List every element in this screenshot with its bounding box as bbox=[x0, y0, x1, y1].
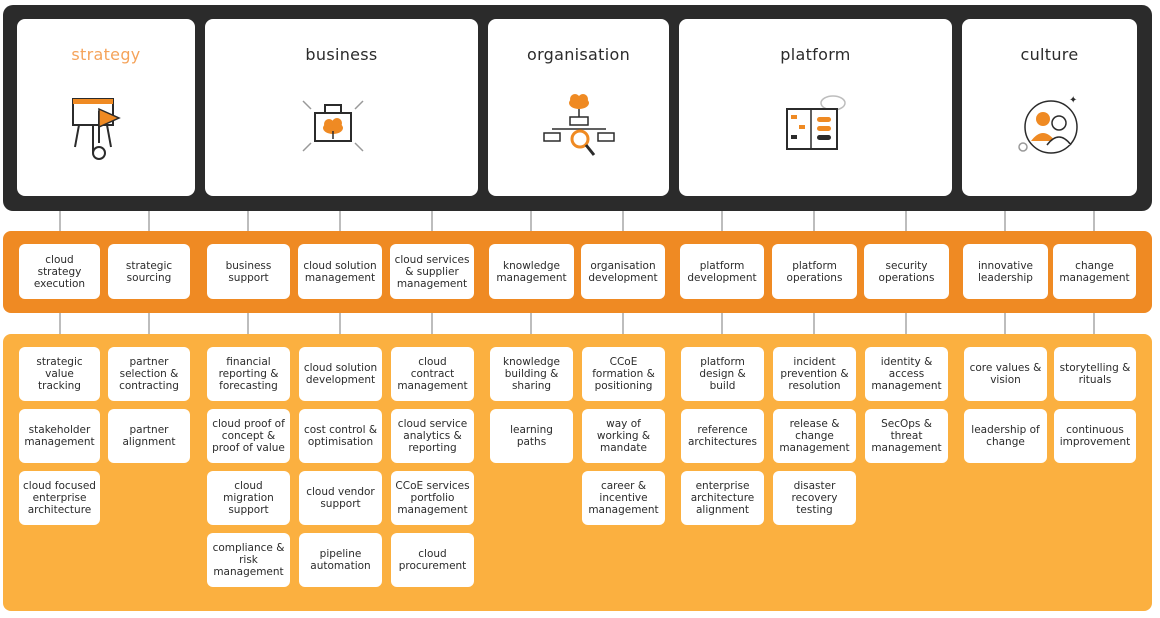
connector bbox=[530, 313, 532, 334]
capabilities-band bbox=[3, 231, 1152, 313]
detail-card: CCoE formation & positioning bbox=[582, 347, 665, 401]
connector bbox=[905, 211, 907, 231]
pillar-strategy: strategy bbox=[17, 19, 195, 196]
connector bbox=[530, 211, 532, 231]
capability-card: business support bbox=[207, 244, 290, 299]
connector bbox=[1093, 313, 1095, 334]
connector bbox=[1004, 313, 1006, 334]
capability-card: platform development bbox=[680, 244, 764, 299]
connector bbox=[247, 313, 249, 334]
detail-card: release & change management bbox=[773, 409, 856, 463]
detail-card: pipeline automation bbox=[299, 533, 382, 587]
detail-card: career & incentive management bbox=[582, 471, 665, 525]
platform-dashboard-icon bbox=[785, 95, 846, 150]
capability-card: innovative leadership bbox=[963, 244, 1048, 299]
detail-card: incident prevention & resolution bbox=[773, 347, 856, 401]
detail-card: enterprise architecture alignment bbox=[681, 471, 764, 525]
detail-card: disaster recovery testing bbox=[773, 471, 856, 525]
capability-card: strategic sourcing bbox=[108, 244, 190, 299]
connector bbox=[247, 211, 249, 231]
detail-card: financial reporting & forecasting bbox=[207, 347, 290, 401]
connector bbox=[905, 313, 907, 334]
detail-card: way of working & mandate bbox=[582, 409, 665, 463]
connector bbox=[622, 313, 624, 334]
connector bbox=[721, 313, 723, 334]
detail-card: cloud solution development bbox=[299, 347, 382, 401]
org-chart-search-icon bbox=[542, 94, 615, 156]
detail-card: cloud procurement bbox=[391, 533, 474, 587]
presentation-board-icon bbox=[72, 98, 121, 160]
detail-card: learning paths bbox=[490, 409, 573, 463]
capability-card: security operations bbox=[864, 244, 949, 299]
connector bbox=[431, 313, 433, 334]
detail-card: cloud focused enterprise architecture bbox=[19, 471, 100, 525]
detail-card: knowledge building & sharing bbox=[490, 347, 573, 401]
team-people-icon: ✦ bbox=[1017, 95, 1078, 154]
capability-card: platform operations bbox=[772, 244, 857, 299]
detail-card: cloud contract management bbox=[391, 347, 474, 401]
pillar-title: business bbox=[305, 45, 378, 64]
connector bbox=[813, 211, 815, 231]
capability-card: knowledge management bbox=[489, 244, 574, 299]
detail-card: platform design & build bbox=[681, 347, 764, 401]
pillar-title: strategy bbox=[71, 45, 141, 64]
connector bbox=[339, 211, 341, 231]
connector bbox=[339, 313, 341, 334]
detail-card: compliance & risk management bbox=[207, 533, 290, 587]
detail-card: cloud proof of concept & proof of value bbox=[207, 409, 290, 463]
connector bbox=[59, 313, 61, 334]
detail-card: leadership of change bbox=[964, 409, 1047, 463]
pillar-title: platform bbox=[780, 45, 851, 64]
pillar-business: business bbox=[205, 19, 478, 196]
detail-card: cost control & optimisation bbox=[299, 409, 382, 463]
capability-card: cloud strategy execution bbox=[19, 244, 100, 299]
detail-card: reference architectures bbox=[681, 409, 764, 463]
detail-card: storytelling & rituals bbox=[1054, 347, 1136, 401]
capability-card: cloud services & supplier management bbox=[390, 244, 474, 299]
details-band bbox=[3, 334, 1152, 611]
detail-card: cloud migration support bbox=[207, 471, 290, 525]
detail-card: continuous improvement bbox=[1054, 409, 1136, 463]
connector bbox=[59, 211, 61, 231]
connector bbox=[813, 313, 815, 334]
pillar-culture: culture ✦ bbox=[962, 19, 1137, 196]
connector bbox=[148, 313, 150, 334]
detail-card: cloud service analytics & reporting bbox=[391, 409, 474, 463]
pillar-title: organisation bbox=[526, 45, 631, 64]
detail-card: stakeholder management bbox=[19, 409, 100, 463]
detail-card: strategic value tracking bbox=[19, 347, 100, 401]
connector bbox=[431, 211, 433, 231]
capability-card: cloud solution management bbox=[298, 244, 382, 299]
connector bbox=[1093, 211, 1095, 231]
detail-card: SecOps & threat management bbox=[865, 409, 948, 463]
pillar-title: culture bbox=[1020, 45, 1079, 64]
detail-card: partner alignment bbox=[108, 409, 190, 463]
detail-card: identity & access management bbox=[865, 347, 948, 401]
pillar-organisation: organisation bbox=[488, 19, 669, 196]
detail-card: CCoE services portfolio management bbox=[391, 471, 474, 525]
connector bbox=[622, 211, 624, 231]
svg-text:✦: ✦ bbox=[1069, 95, 1077, 106]
capability-card: organisation development bbox=[581, 244, 665, 299]
pillar-platform: platform bbox=[679, 19, 952, 196]
connector bbox=[721, 211, 723, 231]
detail-card: core values & vision bbox=[964, 347, 1047, 401]
cloud-briefcase-icon bbox=[301, 100, 364, 152]
connector bbox=[148, 211, 150, 231]
capability-card: change management bbox=[1053, 244, 1136, 299]
detail-card: partner selection & contracting bbox=[108, 347, 190, 401]
detail-card: cloud vendor support bbox=[299, 471, 382, 525]
connector bbox=[1004, 211, 1006, 231]
